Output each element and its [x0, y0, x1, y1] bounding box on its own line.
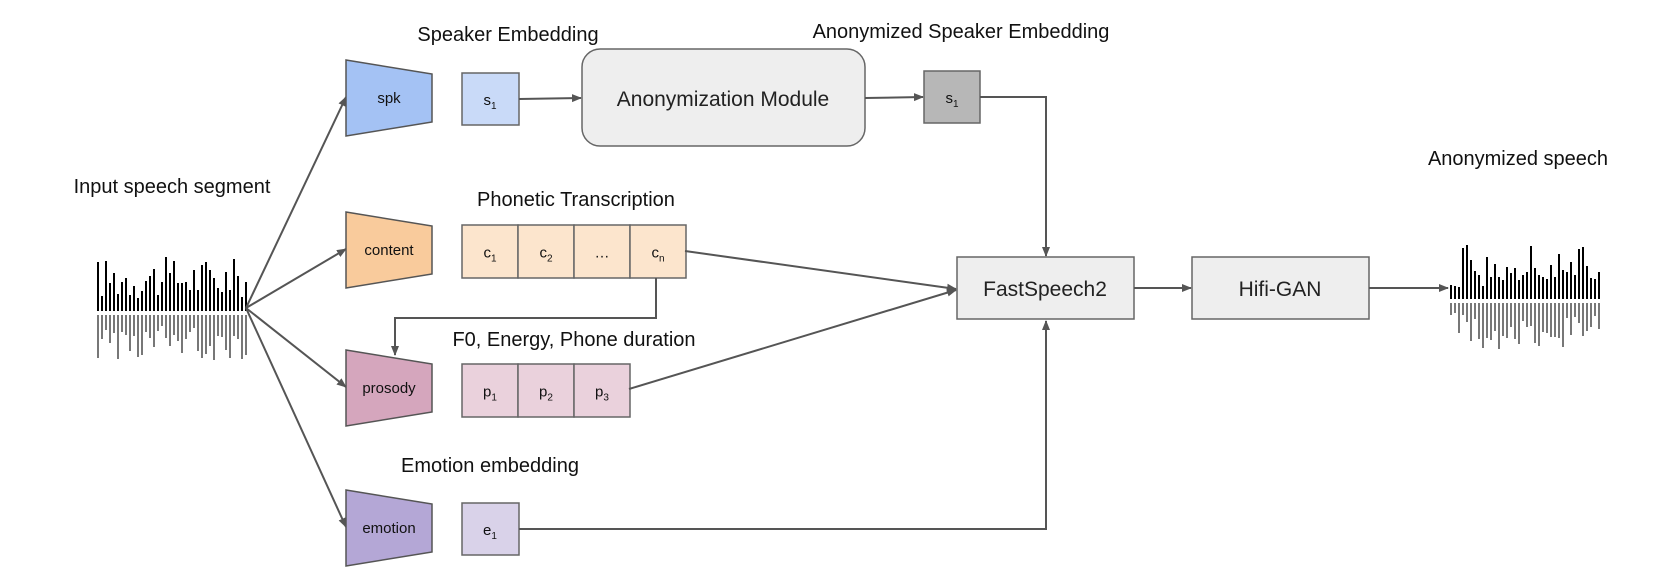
speaker-embedding-token-label: s1 — [483, 92, 497, 112]
content-encoder-shape — [345, 211, 433, 289]
input-waveform — [97, 257, 247, 360]
emotion-embedding-token-label: e1 — [483, 522, 497, 542]
content-encoder: content — [345, 211, 433, 289]
arrow-to-content — [245, 248, 347, 309]
hifigan-label: Hifi-GAN — [1239, 278, 1322, 301]
phonetic-token-label-1: c1 — [483, 245, 497, 265]
anonymized-speech-title: Anonymized speech — [1428, 148, 1608, 170]
anonymized-speaker-token — [923, 70, 981, 124]
prosody-encoder: prosody — [345, 349, 433, 427]
anonymization-module-label: Anonymization Module — [617, 88, 829, 111]
arrow-to-emotion — [245, 307, 347, 528]
arrow-to-prosody — [245, 307, 347, 388]
speaker-embedding-token — [461, 72, 520, 126]
hifigan-box — [1191, 256, 1370, 320]
spk-encoder: spk — [345, 59, 433, 137]
phonetic-token-2 — [517, 224, 575, 279]
spk-encoder-shape — [345, 59, 433, 137]
prosody-token-row: p1 p2 p3 — [461, 363, 631, 418]
prosody-token-label-1: p1 — [483, 384, 497, 404]
phonetic-token-label-3: … — [595, 245, 610, 262]
input-fanout-arrows — [245, 96, 347, 528]
arrow-to-spk — [245, 96, 347, 309]
fastspeech2-box — [956, 256, 1135, 320]
phonetic-token-label-4: cn — [651, 245, 664, 265]
emotion-embedding-token — [461, 502, 520, 556]
arrow-emotion-to-fastspeech — [519, 320, 1050, 530]
fastspeech2-label: FastSpeech2 — [983, 278, 1107, 301]
prosody-features-title: F0, Energy, Phone duration — [452, 329, 695, 351]
prosody-token-label-3: p3 — [595, 384, 609, 404]
emotion-encoder: emotion — [345, 489, 433, 567]
emotion-encoder-shape — [345, 489, 433, 567]
input-speech-title: Input speech segment — [74, 176, 271, 198]
anonymized-speaker-embedding-title: Anonymized Speaker Embedding — [813, 21, 1110, 43]
phonetic-token-3 — [573, 224, 631, 279]
emotion-embedding-title: Emotion embedding — [401, 455, 579, 477]
arrow-content-to-prosody — [391, 278, 657, 356]
arrow-prosody-to-fastspeech — [628, 288, 957, 390]
prosody-encoder-label: prosody — [362, 380, 416, 397]
anonymized-speaker-token-label: s1 — [945, 90, 959, 110]
prosody-token-3 — [573, 363, 631, 418]
phonetic-transcription-title: Phonetic Transcription — [477, 189, 675, 211]
prosody-token-label-2: p2 — [539, 384, 553, 404]
arrow-to-anonymizer — [518, 94, 582, 103]
prosody-encoder-shape — [345, 349, 433, 427]
phonetic-token-label-2: c2 — [539, 245, 553, 265]
phonetic-token-4 — [629, 224, 687, 279]
emotion-encoder-label: emotion — [362, 520, 415, 537]
speaker-embedding-title: Speaker Embedding — [417, 24, 598, 46]
arrow-content-to-fastspeech — [684, 250, 957, 292]
spk-encoder-label: spk — [377, 90, 401, 107]
output-waveform — [1450, 245, 1600, 349]
arrow-to-anon-token — [864, 93, 924, 102]
content-encoder-label: content — [364, 242, 414, 259]
phonetic-token-row: c1 c2 … cn — [461, 224, 687, 279]
arrow-speaker-to-fastspeech — [980, 96, 1050, 257]
